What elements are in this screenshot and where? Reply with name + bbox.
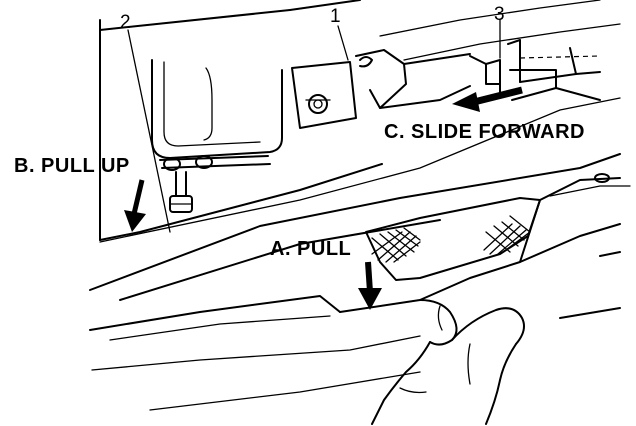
step-c-label: C. SLIDE FORWARD [384,121,585,143]
arrow-pull-up [124,179,146,232]
top-edge [379,0,621,61]
callout-1: 1 [330,6,341,27]
step-a-label: A. PULL [270,238,351,260]
mounting-plate [291,61,357,129]
arrow-pull [358,261,382,310]
rod-bracket [151,59,283,159]
hatch-right [483,215,531,255]
arrow-slide-forward [452,86,523,112]
callout-3: 3 [494,4,505,25]
door-frame [99,0,621,243]
door-trim [89,153,631,411]
linkage-rod [159,155,271,213]
clip-bracket [355,49,471,109]
leader-lines [127,19,501,233]
step-b-label: B. PULL UP [14,155,130,177]
slide-lock [469,39,601,101]
handle-recess [365,197,541,281]
hatch-left [371,227,421,263]
hand [371,299,525,425]
callout-2: 2 [120,12,131,33]
